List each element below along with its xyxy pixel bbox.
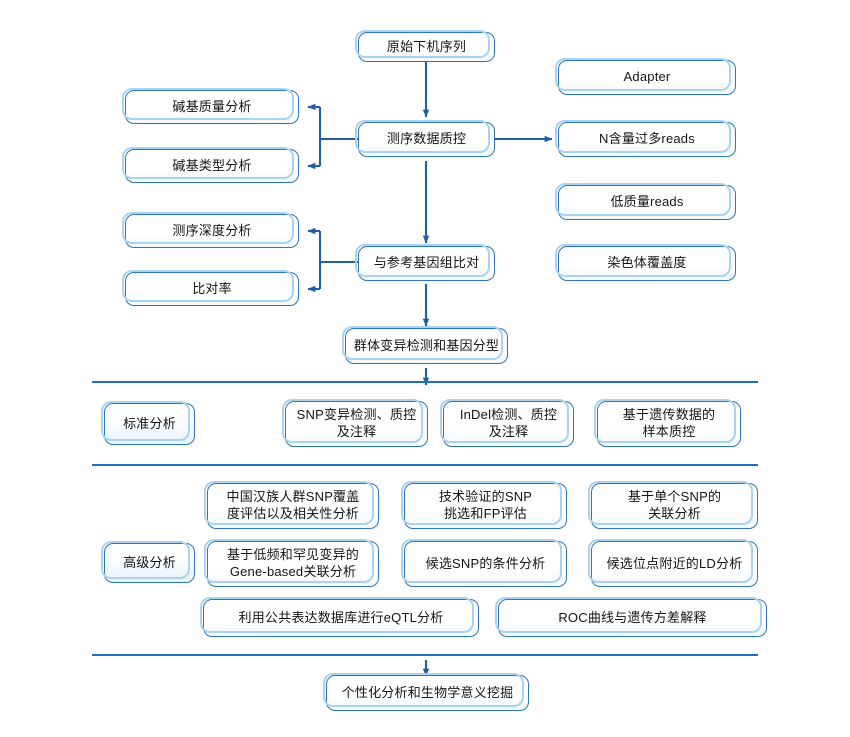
node-base-quality-analysis-label: 碱基质量分析: [172, 98, 252, 114]
node-han-chinese-snp-coverage-line2: 度评估以及相关性分析: [226, 506, 359, 521]
node-raw-sequence-label: 原始下机序列: [386, 38, 467, 54]
node-low-quality-reads[interactable]: 低质量reads: [555, 183, 736, 220]
node-sequencing-qc[interactable]: 测序数据质控: [355, 120, 495, 157]
node-indel-calling-qc-annotation-line2: 及注释: [488, 424, 529, 439]
node-snp-calling-qc-annotation[interactable]: SNP变异检测、质控 及注释: [282, 399, 428, 447]
node-snp-calling-qc-annotation-line2: 及注释: [336, 424, 377, 439]
node-roc-genetic-variance[interactable]: ROC曲线与遗传方差解释: [495, 597, 767, 637]
node-validated-snp-selection-fp-line2: 挑选和FP评估: [443, 506, 527, 521]
node-snp-calling-qc-annotation-line1: SNP变异检测、质控: [296, 407, 417, 423]
node-reference-alignment-label: 与参考基因组比对: [373, 255, 480, 271]
node-candidate-snp-conditional-analysis-label: 候选SNP的条件分析: [425, 555, 546, 571]
node-sequencing-depth-analysis-label: 测序深度分析: [172, 222, 252, 238]
node-genetic-data-sample-qc[interactable]: 基于遗传数据的 样本质控: [594, 399, 741, 447]
divider-above-standard-analysis: [92, 381, 758, 383]
node-candidate-snp-conditional-analysis[interactable]: 候选SNP的条件分析: [401, 539, 567, 587]
section-label-standard-analysis-text: 标准分析: [123, 415, 176, 431]
node-candidate-locus-ld-analysis[interactable]: 候选位点附近的LD分析: [588, 539, 758, 587]
node-base-quality-analysis[interactable]: 碱基质量分析: [122, 88, 299, 124]
node-genetic-data-sample-qc-line1: 基于遗传数据的: [622, 407, 716, 423]
node-variant-calling[interactable]: 群体变异检测和基因分型: [342, 326, 508, 364]
node-gene-based-rare-variant-association-line2: Gene-based关联分析: [229, 564, 357, 579]
node-personalized-analysis[interactable]: 个性化分析和生物学意义挖掘: [323, 673, 529, 711]
node-high-n-content-reads[interactable]: N含量过多reads: [555, 120, 736, 157]
node-chromosome-coverage-label: 染色体覆盖度: [607, 255, 687, 271]
node-personalized-analysis-label: 个性化分析和生物学意义挖掘: [341, 684, 514, 700]
node-alignment-rate[interactable]: 比对率: [122, 270, 299, 306]
section-label-standard-analysis[interactable]: 标准分析: [101, 401, 195, 445]
node-han-chinese-snp-coverage[interactable]: 中国汉族人群SNP覆盖 度评估以及相关性分析: [204, 481, 379, 529]
node-han-chinese-snp-coverage-line1: 中国汉族人群SNP覆盖: [226, 489, 360, 505]
node-high-n-content-reads-label: N含量过多reads: [599, 131, 695, 147]
node-single-snp-association-line1: 基于单个SNP的: [627, 489, 722, 505]
node-adapter[interactable]: Adapter: [555, 58, 736, 95]
node-alignment-rate-label: 比对率: [192, 280, 232, 296]
node-single-snp-association-line2: 关联分析: [648, 506, 701, 521]
node-reference-alignment[interactable]: 与参考基因组比对: [355, 244, 495, 281]
node-validated-snp-selection-fp[interactable]: 技术验证的SNP 挑选和FP评估: [401, 481, 567, 529]
node-roc-genetic-variance-label: ROC曲线与遗传方差解释: [558, 609, 707, 625]
node-base-type-analysis-label: 碱基类型分析: [172, 157, 252, 173]
node-candidate-locus-ld-analysis-label: 候选位点附近的LD分析: [606, 555, 743, 571]
node-public-expression-eqtl-analysis-label: 利用公共表达数据库进行eQTL分析: [238, 609, 444, 625]
node-public-expression-eqtl-analysis[interactable]: 利用公共表达数据库进行eQTL分析: [200, 597, 479, 637]
node-adapter-label: Adapter: [623, 69, 671, 85]
node-raw-sequence[interactable]: 原始下机序列: [355, 30, 495, 62]
section-label-advanced-analysis[interactable]: 高级分析: [101, 541, 195, 583]
divider-below-standard-analysis: [92, 464, 758, 466]
node-low-quality-reads-label: 低质量reads: [610, 194, 684, 210]
section-label-advanced-analysis-text: 高级分析: [123, 554, 176, 570]
node-gene-based-rare-variant-association-line1: 基于低频和罕见变异的: [226, 547, 359, 563]
node-validated-snp-selection-fp-line1: 技术验证的SNP: [438, 489, 533, 505]
node-chromosome-coverage[interactable]: 染色体覆盖度: [555, 244, 736, 281]
node-sequencing-qc-label: 测序数据质控: [386, 131, 467, 147]
node-variant-calling-label: 群体变异检测和基因分型: [353, 337, 500, 353]
node-genetic-data-sample-qc-line2: 样本质控: [642, 424, 696, 439]
divider-below-advanced-analysis: [92, 654, 758, 656]
node-single-snp-association[interactable]: 基于单个SNP的 关联分析: [588, 481, 758, 529]
node-sequencing-depth-analysis[interactable]: 测序深度分析: [122, 212, 299, 248]
node-indel-calling-qc-annotation-line1: InDel检测、质控: [459, 407, 558, 423]
node-gene-based-rare-variant-association[interactable]: 基于低频和罕见变异的 Gene-based关联分析: [204, 539, 379, 587]
node-base-type-analysis[interactable]: 碱基类型分析: [122, 147, 299, 183]
node-indel-calling-qc-annotation[interactable]: InDel检测、质控 及注释: [440, 399, 574, 447]
